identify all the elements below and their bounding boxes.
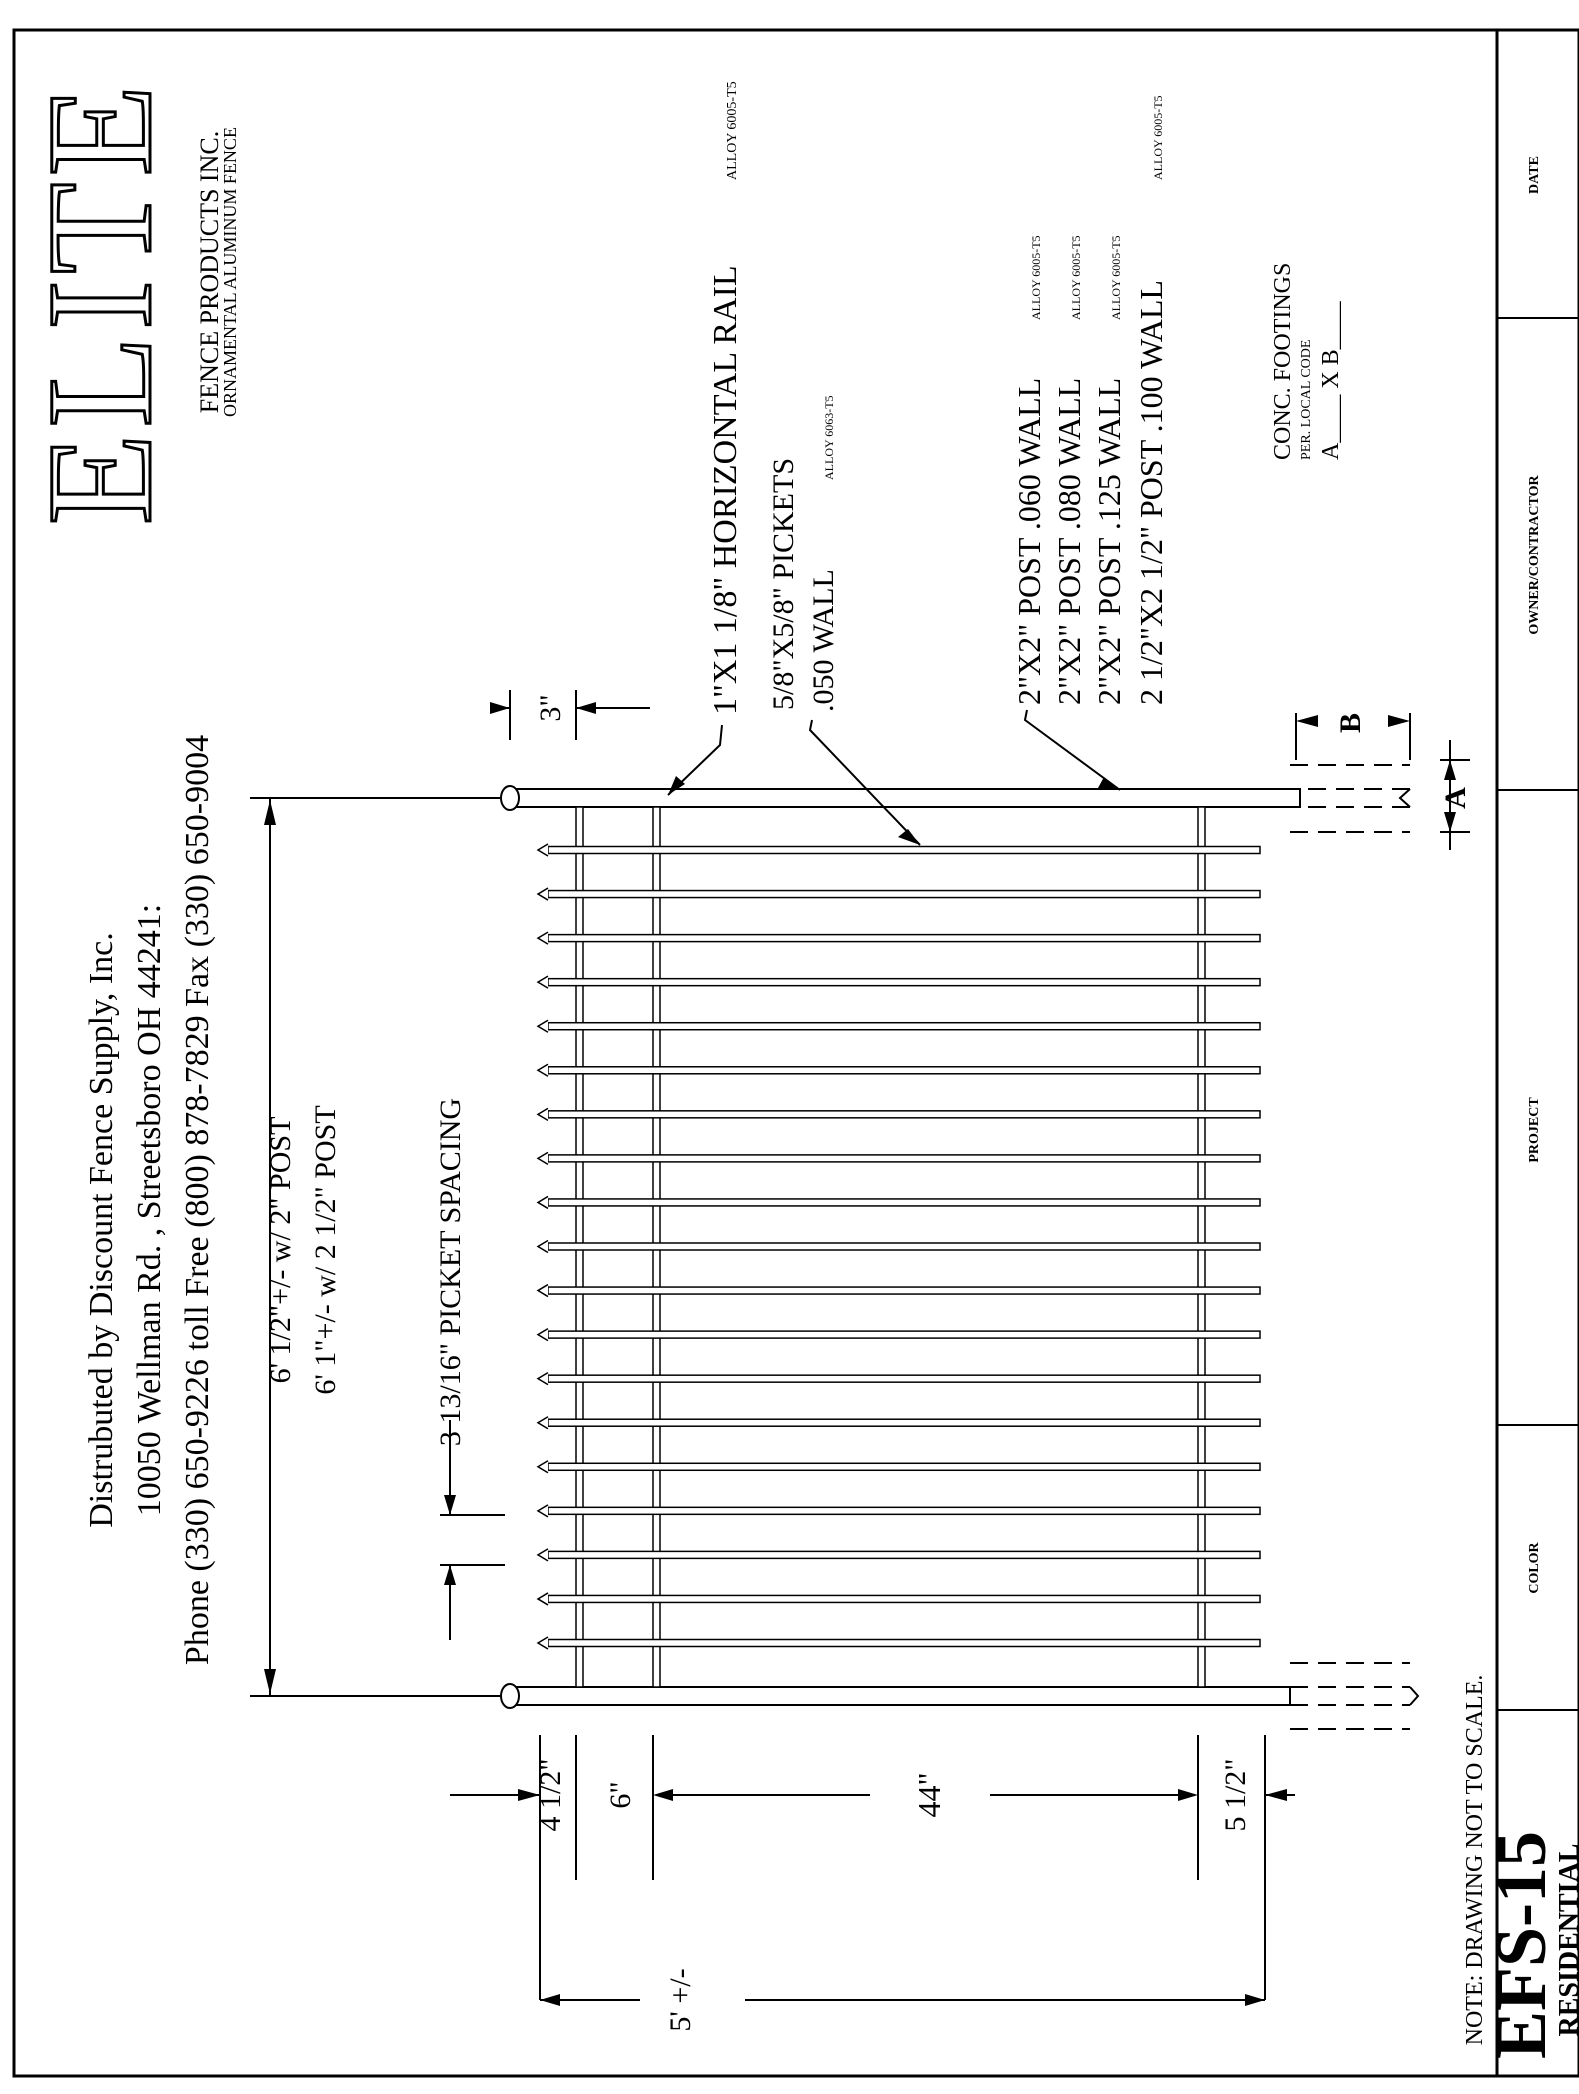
date-label: DATE — [1527, 156, 1542, 194]
picket — [536, 1327, 1261, 1342]
footing-b-label: B — [1334, 713, 1367, 733]
picket — [536, 887, 1261, 901]
picket-spacing-label: 3 13/16" PICKET SPACING — [434, 1098, 467, 1446]
footing-a-label: A — [1439, 787, 1472, 809]
picket — [536, 1195, 1261, 1210]
picket — [536, 1107, 1261, 1121]
material-callouts: 1"X1 1/8" HORIZONTAL RAIL ALLOY 6005-T5 … — [707, 81, 1344, 715]
picket — [536, 1504, 1261, 1518]
picket — [536, 1416, 1261, 1430]
top-projection-label: 3" — [534, 694, 567, 721]
section-width-label-2: 6' 1"+/- w/ 2 1/2" POST — [309, 1105, 342, 1394]
dimensions — [250, 690, 1470, 2001]
post-cap-left — [500, 785, 520, 811]
color-label: COLOR — [1527, 1541, 1542, 1593]
section-width-label-1: 6' 1/2"+/- w/ 2" POST — [264, 1117, 297, 1384]
picket — [536, 1460, 1261, 1474]
post-callout-3: 2"X2" POST .125 WALL — [1091, 378, 1127, 705]
rail-alloy: ALLOY 6005-T5 — [725, 81, 740, 180]
logo-line-1: FENCE PRODUCTS INC. — [195, 131, 224, 413]
picket — [536, 975, 1261, 989]
model-number: EFS-15 — [1481, 1831, 1561, 2059]
dimension-arrows — [264, 702, 1456, 2006]
post-right — [509, 1686, 1291, 1706]
distributor-line-3: Phone (330) 650-9226 toll Free (800) 878… — [179, 735, 216, 1665]
project-label: PROJECT — [1527, 1097, 1542, 1163]
picket — [536, 1019, 1261, 1033]
rail-gap-label: 6" — [604, 1781, 637, 1808]
picket — [536, 931, 1261, 945]
pickets-callout-2: .050 WALL — [807, 569, 840, 712]
distributor-block: Distrubuted by Discount Fence Supply, In… — [83, 735, 216, 1665]
scale-note: NOTE: DRAWING NOT TO SCALE. — [1462, 1675, 1488, 2046]
picket — [536, 843, 1261, 857]
logo-brand: ELITE — [17, 79, 183, 525]
distributor-line-1: Distrubuted by Discount Fence Supply, In… — [83, 932, 120, 1528]
pickets-callout-1: 5/8"X5/8" PICKETS — [767, 458, 800, 710]
model-sub: RESIDENTIAL — [1554, 1844, 1579, 2037]
picket — [536, 1239, 1261, 1254]
pickets-alloy: ALLOY 6063-T5 — [822, 395, 836, 480]
picket — [536, 1636, 1261, 1650]
logo-line-2: ORNAMENTAL ALUMINUM FENCE — [220, 127, 240, 417]
picket — [536, 1063, 1261, 1077]
picket-span-label: 44" — [911, 1772, 947, 1817]
post-callout-2: 2"X2" POST .080 WALL — [1051, 378, 1087, 705]
bottom-clearance-label: 5 1/2" — [1219, 1758, 1252, 1831]
owner-label: OWNER/CONTRACTOR — [1527, 475, 1542, 635]
picket — [536, 1548, 1261, 1562]
footing-right — [1290, 1662, 1410, 1730]
pickets — [536, 843, 1261, 1650]
footings-formula: A____ X B____ — [1318, 300, 1344, 460]
post-alloy-4: ALLOY 6005-T5 — [1151, 95, 1165, 180]
picket — [536, 1151, 1261, 1166]
rail-from-top-label: 4 1/2" — [534, 1758, 567, 1831]
post-callout-1: 2"X2" POST .060 WALL — [1011, 378, 1047, 705]
sheet-border — [12, 28, 1579, 2078]
post-left — [509, 788, 1301, 808]
post-alloy-3: ALLOY 6005-T5 — [1109, 235, 1123, 320]
picket — [536, 1372, 1261, 1386]
post-callout-4: 2 1/2"X2 1/2" POST .100 WALL — [1133, 280, 1169, 705]
rail-callout: 1"X1 1/8" HORIZONTAL RAIL — [707, 265, 744, 715]
footing-left — [1280, 764, 1410, 833]
dimension-labels: 6' 1/2"+/- w/ 2" POST 6' 1"+/- w/ 2 1/2"… — [264, 694, 1472, 2031]
picket — [536, 1592, 1261, 1606]
footings-sub: PER. LOCAL CODE — [1299, 340, 1314, 460]
footings-title: CONC. FOOTINGS — [1270, 263, 1296, 460]
elite-logo: ELITE FENCE PRODUCTS INC. ORNAMENTAL ALU… — [16, 77, 241, 526]
overall-height-label: 5' +/- — [664, 1968, 697, 2031]
post-cap-right — [500, 1683, 520, 1709]
post-alloy-2: ALLOY 6005-T5 — [1069, 235, 1083, 320]
title-block: DATE OWNER/CONTRACTOR PROJECT COLOR EFS-… — [1481, 30, 1579, 2076]
fence-drawing — [500, 764, 1420, 1730]
picket — [536, 1283, 1261, 1298]
post-alloy-1: ALLOY 6005-T5 — [1029, 235, 1043, 320]
distributor-line-2: 10050 Wellman Rd. , Streetsboro OH 44241… — [131, 904, 168, 1516]
